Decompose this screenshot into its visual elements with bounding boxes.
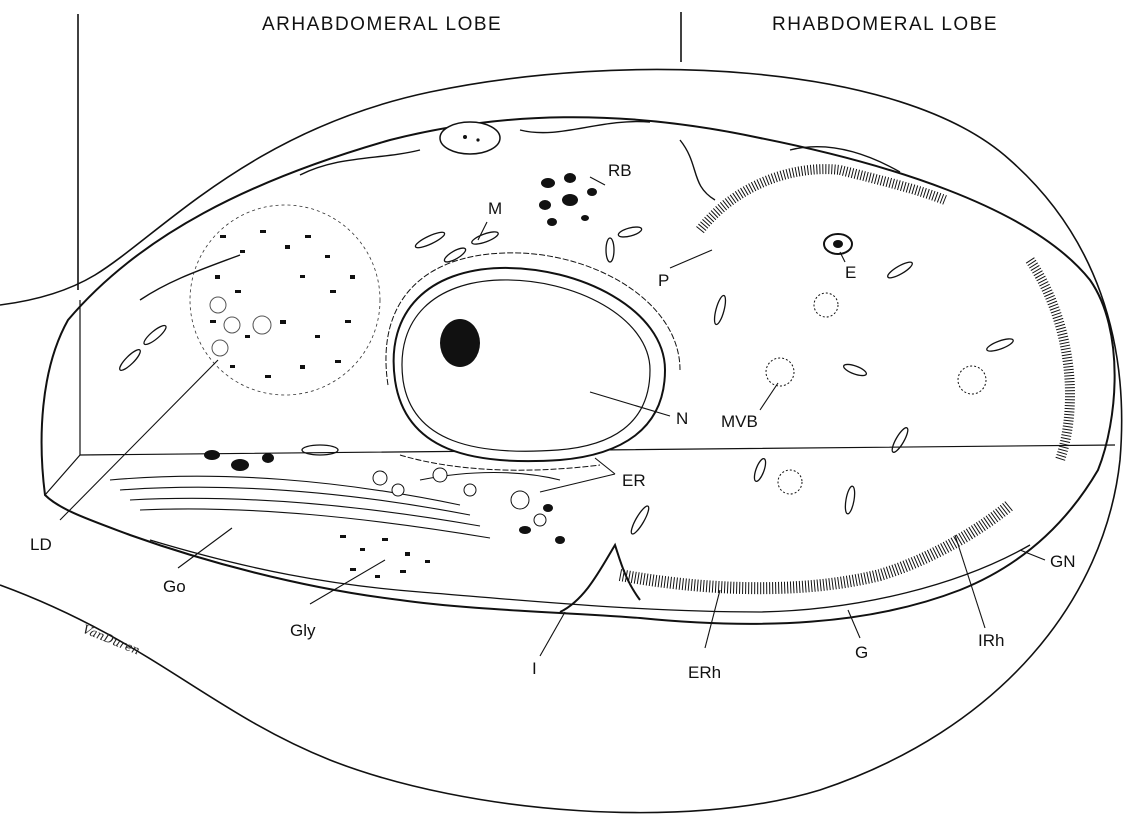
label-erh: ERh (688, 664, 721, 681)
small-cell-top (440, 122, 500, 154)
label-irh: IRh (978, 632, 1004, 649)
label-m: M (488, 200, 502, 217)
label-gly: Gly (290, 622, 316, 639)
label-p: P (658, 272, 669, 289)
label-g: G (855, 644, 868, 661)
dot (476, 138, 479, 141)
dot (463, 135, 467, 139)
label-i: I (532, 660, 537, 677)
nucleolus (440, 319, 480, 367)
label-mvb: MVB (721, 413, 758, 430)
rhabdomeral-lobe-title: RHABDOMERAL LOBE (772, 14, 998, 36)
label-n: N (676, 410, 688, 427)
label-rb: RB (608, 162, 632, 179)
label-gn: GN (1050, 553, 1076, 570)
label-ld: LD (30, 536, 52, 553)
label-go: Go (163, 578, 186, 595)
label-e: E (845, 264, 856, 281)
arhabdomeral-lobe-title: ARHABDOMERAL LOBE (262, 14, 502, 36)
label-er: ER (622, 472, 646, 489)
e-core (833, 240, 843, 248)
